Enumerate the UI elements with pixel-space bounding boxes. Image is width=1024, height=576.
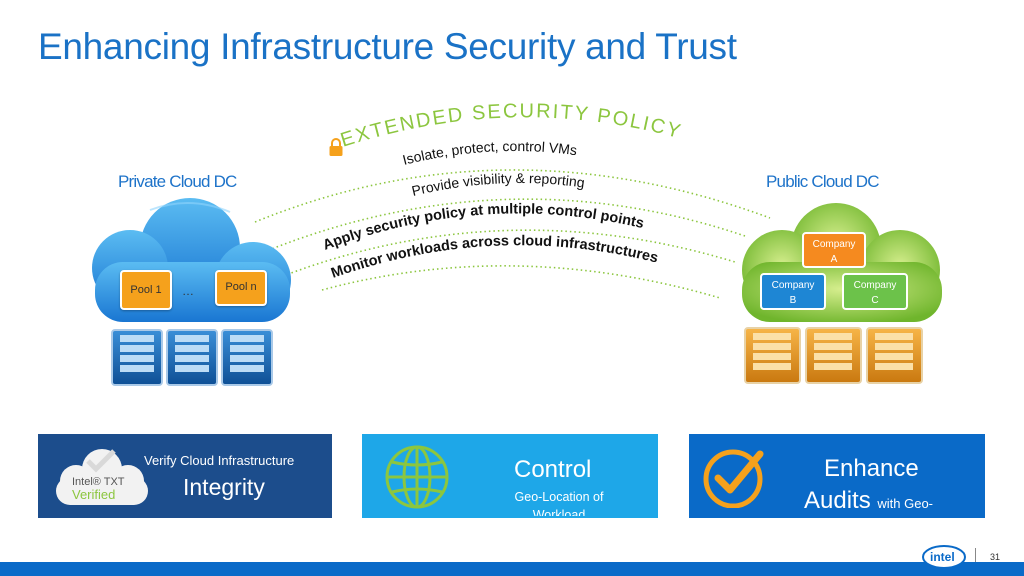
company-a: Company A — [802, 232, 866, 268]
private-server-rack-2 — [166, 329, 218, 386]
public-server-rack-1 — [744, 327, 801, 384]
private-cloud-label: Private Cloud DC — [118, 172, 237, 191]
company-b-label: Company — [771, 280, 815, 291]
lock-icon — [329, 138, 343, 156]
company-a-letter: A — [830, 254, 838, 265]
control-panel-subtext: Geo-Location of Workload — [502, 488, 616, 516]
intel-logo-text: intel — [930, 550, 955, 564]
verify-panel-line-1: Verify Cloud Infrastructure — [144, 453, 295, 468]
company-c: Company C — [842, 273, 908, 310]
private-server-rack-1 — [111, 329, 163, 386]
checkmark-icon — [703, 449, 764, 508]
policy-item-1: Isolate, protect, control VMs — [401, 138, 578, 168]
policy-item-4: Monitor workloads across cloud infrastru… — [329, 233, 660, 282]
audits-panel-heading-word: Audits — [804, 487, 871, 514]
footer-divider — [975, 548, 976, 562]
intel-txt-verified-badge: Intel® TXT Verified — [56, 449, 148, 505]
public-server-rack-2 — [805, 327, 862, 384]
policy-arc-4 — [321, 265, 721, 299]
intel-logo: intel — [922, 545, 966, 569]
policy-arc-3 — [282, 229, 736, 277]
control-subtext-line-2: Workload — [532, 508, 586, 516]
verify-panel-line-2: Integrity — [183, 474, 265, 500]
company-a-label: Company — [812, 239, 856, 250]
control-panel-heading: Control — [514, 456, 592, 483]
company-b: Company B — [760, 273, 826, 310]
globe-icon — [385, 445, 449, 509]
public-server-rack-3 — [866, 327, 923, 384]
policy-item-2: Provide visibility & reporting — [410, 170, 586, 199]
page-number: 31 — [990, 552, 1001, 562]
control-subtext-line-1: Geo-Location of — [514, 490, 604, 504]
company-c-letter: C — [871, 295, 879, 306]
badge-line-2: Verified — [72, 487, 115, 502]
policy-arc-1 — [254, 169, 771, 223]
policy-arc-2 — [263, 198, 746, 253]
audits-panel-subtext: with Geo- — [877, 496, 934, 511]
slide-title: Enhancing Infrastructure Security and Tr… — [38, 26, 737, 67]
pool-ellipsis: … — [182, 284, 194, 298]
footer-bar — [0, 562, 1024, 576]
pool-1: Pool 1 — [120, 270, 172, 310]
badge-line-1: Intel® TXT — [72, 476, 125, 488]
company-b-letter: B — [789, 295, 797, 306]
company-c-label: Company — [853, 280, 897, 291]
audits-panel-heading-line-1: Enhance — [824, 455, 919, 482]
public-cloud-label: Public Cloud DC — [766, 172, 880, 191]
audits-panel-heading-line-2: Audits with Geo- — [804, 487, 933, 517]
pool-n: Pool n — [215, 270, 267, 306]
private-server-rack-3 — [221, 329, 273, 386]
